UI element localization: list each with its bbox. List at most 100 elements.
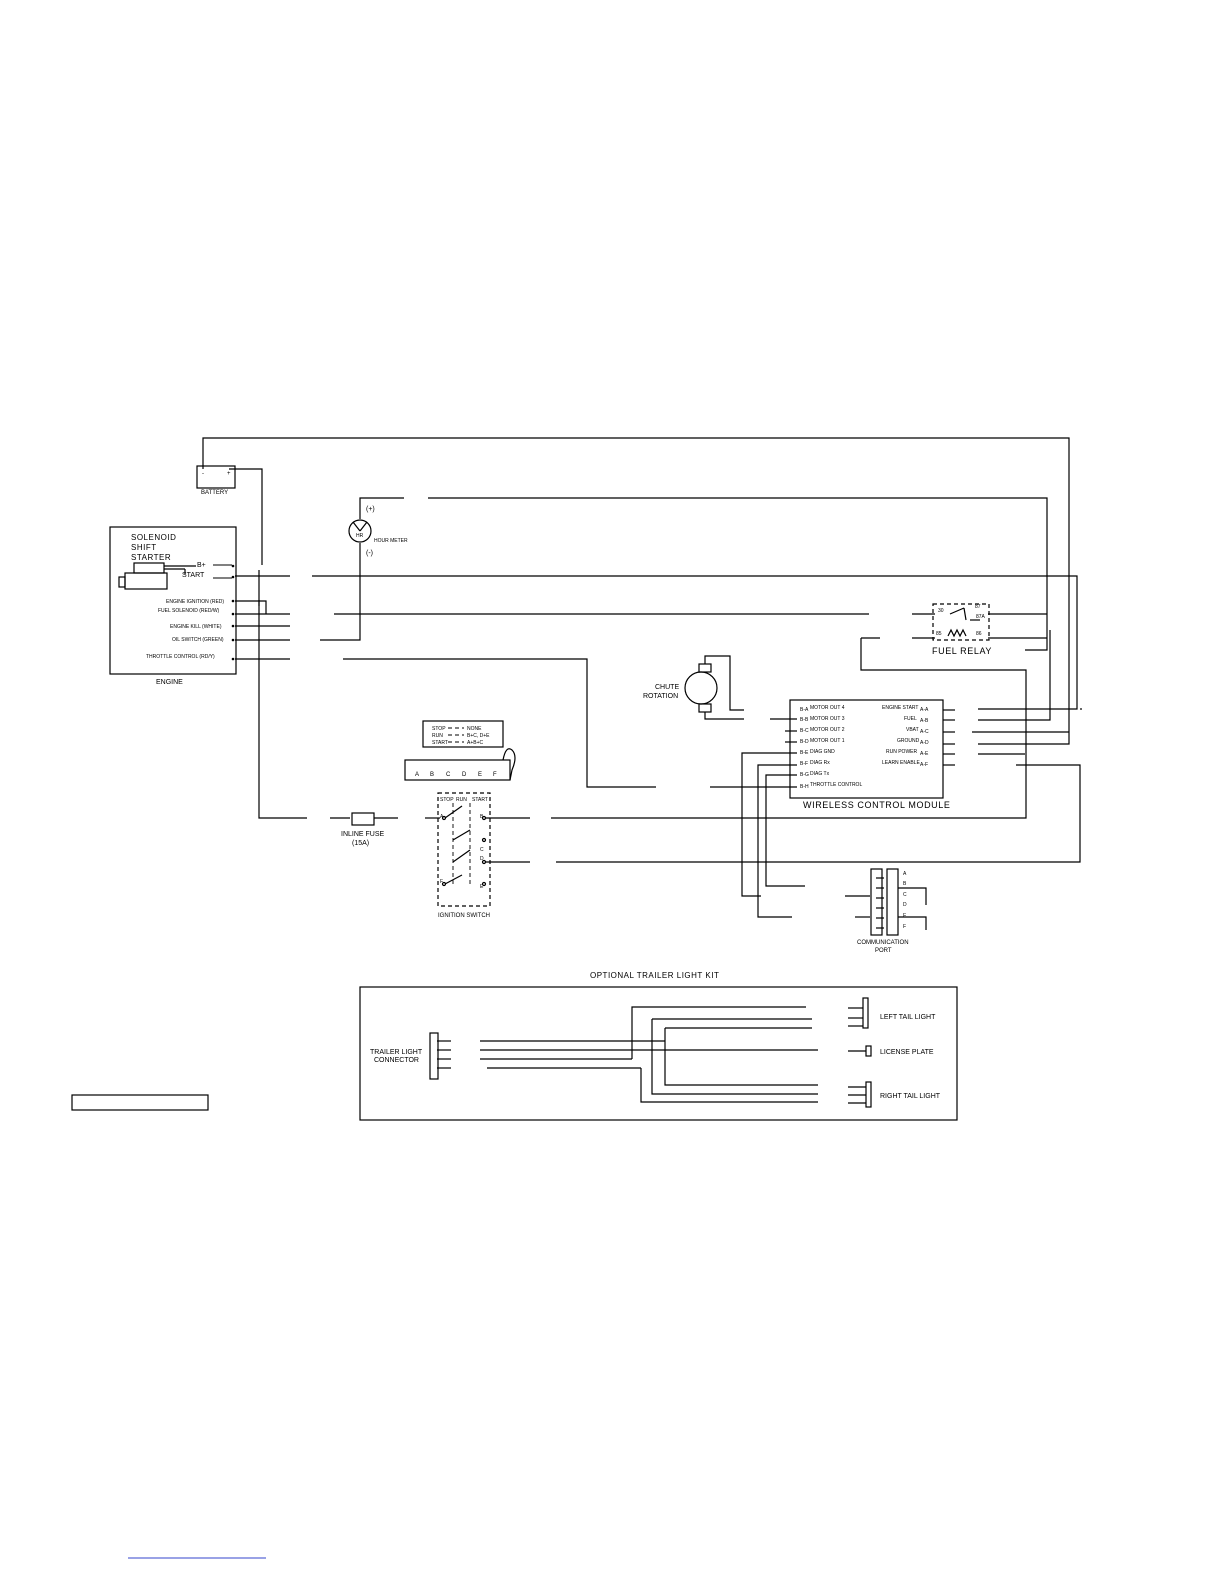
ignition-pin-f: F: [440, 879, 443, 885]
battery-pos-label: +: [227, 471, 231, 477]
fuel-relay: 87 87A 30 85 86 FUEL RELAY: [932, 603, 991, 656]
wcm-left-code-a: B-A: [800, 707, 809, 713]
engine-solenoid-label: SOLENOID: [131, 533, 176, 542]
wcm-right-code-f: A-F: [920, 762, 928, 768]
hour-meter-neg: (-): [366, 550, 373, 557]
ignition-legend: STOP NONE RUN B+C, D+E START A+B+C A B C…: [404, 720, 516, 781]
engine: SOLENOID SHIFT STARTER B+ START ENGINE I…: [109, 526, 237, 686]
ignition-pos-run: RUN: [456, 797, 467, 803]
wcm-right-pins: ENGINE START A-A FUEL A-B VBAT A-C GROUN…: [882, 705, 929, 768]
legend-pin-e: E: [478, 772, 482, 778]
engine-terminal-oil: OIL SWITCH (GREEN): [172, 637, 224, 643]
relay-pin-85: 85: [936, 631, 942, 637]
wcm-pin-motor-out-1: MOTOR OUT 1: [810, 738, 845, 744]
wcm-pin-diag-tx: DIAG Tx: [810, 771, 830, 777]
battery-neg-label: -: [202, 471, 204, 477]
legend-row-stop-key: STOP: [432, 726, 446, 732]
comm-pin-b: B: [903, 881, 907, 887]
comm-pin-a: A: [903, 871, 907, 877]
wcm-right-code-a: A-A: [920, 707, 929, 713]
wireless-control-module: B-A MOTOR OUT 4 B-B MOTOR OUT 3 B-C MOTO…: [789, 699, 950, 810]
license-plate-label: LICENSE PLATE: [880, 1049, 934, 1056]
relay-pin-87: 87: [975, 604, 981, 610]
engine-start-label: START: [182, 572, 205, 579]
legend-row-start-key: START: [432, 740, 448, 746]
engine-starter-label: STARTER: [131, 553, 171, 562]
legend-pin-b: B: [430, 772, 434, 778]
relay-pin-86: 86: [976, 631, 982, 637]
wcm-pin-throttle-control: THROTTLE CONTROL: [810, 782, 862, 788]
wcm-pin-learn-enable: LEARN ENABLE: [882, 760, 920, 766]
wcm-left-code-c: B-C: [800, 728, 809, 734]
main-wiring: [202, 437, 1082, 918]
relay-pin-87a: 87A: [976, 614, 986, 620]
ignition-pos-start: START: [472, 797, 488, 803]
ignition-pin-e: E: [480, 884, 484, 890]
hour-meter-pos: (+): [366, 506, 375, 513]
legend-row-run-val: B+C, D+E: [467, 733, 490, 739]
legend-pin-d: D: [462, 772, 467, 778]
engine-label: ENGINE: [156, 679, 183, 686]
trailer-connector-label-2: CONNECTOR: [374, 1057, 419, 1064]
wcm-right-code-c: A-C: [920, 729, 929, 735]
wcm-pin-motor-out-2: MOTOR OUT 2: [810, 727, 845, 733]
wcm-left-code-d: B-D: [800, 739, 809, 745]
engine-terminal-ignition: ENGINE IGNITION (RED): [166, 599, 224, 605]
empty-label-box: [71, 1094, 209, 1111]
fuse-label-1: INLINE FUSE: [341, 831, 385, 838]
wcm-left-code-b: B-B: [800, 717, 809, 723]
ignition-pin-c: C: [480, 847, 484, 853]
wcm-pin-run-power: RUN POWER: [886, 749, 918, 755]
comm-pin-f: F: [903, 924, 906, 930]
hour-meter-label: HOUR METER: [374, 538, 408, 544]
fuse-label-2: (15A): [352, 840, 369, 847]
comm-pin-c: C: [903, 892, 907, 898]
wcm-pin-fuel: FUEL: [904, 716, 917, 722]
hour-meter-symbol: HR: [356, 533, 364, 539]
comm-port-label-1: COMMUNICATION: [857, 940, 909, 946]
wcm-pin-diag-gnd: DIAG GND: [810, 749, 835, 755]
legend-pin-c: C: [446, 772, 451, 778]
battery: - + BATTERY: [196, 465, 236, 496]
wcm-pin-motor-out-3: MOTOR OUT 3: [810, 716, 845, 722]
legend-pin-a: A: [415, 772, 419, 778]
ignition-switch: STOP RUN START A B C D E F IGNITION SWIT…: [437, 792, 491, 919]
wcm-right-code-e: A-E: [920, 751, 929, 757]
legend-row-stop-val: NONE: [467, 726, 482, 732]
trailer-connector-label-1: TRAILER LIGHT: [370, 1049, 423, 1056]
engine-shift-label: SHIFT: [131, 543, 157, 552]
engine-bplus-label: B+: [197, 562, 206, 569]
ignition-pin-b: B: [480, 814, 484, 820]
wcm-right-code-d: A-D: [920, 740, 929, 746]
wcm-pin-motor-out-4: MOTOR OUT 4: [810, 705, 845, 711]
wcm-left-code-f: B-F: [800, 761, 808, 767]
inline-fuse: INLINE FUSE (15A): [341, 812, 398, 847]
comm-pin-e: E: [903, 913, 907, 919]
ignition-switch-label: IGNITION SWITCH: [438, 913, 490, 919]
engine-terminal-fuel-solenoid: FUEL SOLENOID (RED/W): [158, 608, 220, 614]
wcm-pin-diag-rx: DIAG Rx: [810, 760, 830, 766]
wcm-pin-vbat: VBAT: [906, 727, 919, 733]
communication-port: A B C D E F COMMUNICATION PORT: [857, 868, 927, 954]
comm-pin-d: D: [903, 902, 907, 908]
legend-row-run-key: RUN: [432, 733, 443, 739]
wcm-pin-ground: GROUND: [897, 738, 920, 744]
legend-row-start-val: A+B+C: [467, 740, 484, 746]
wcm-left-code-e: B-E: [800, 750, 809, 756]
hour-meter: HR (+) (-) HOUR METER: [348, 506, 408, 557]
chute-label-1: CHUTE: [655, 684, 679, 691]
ignition-pos-stop: STOP: [440, 797, 454, 803]
wcm-left-code-h: B-H: [800, 784, 809, 790]
wcm-right-code-b: A-B: [920, 718, 929, 724]
trailer-light-kit: OPTIONAL TRAILER LIGHT KIT TRAILER LIGHT…: [359, 971, 958, 1121]
ignition-pin-d: D: [480, 856, 484, 862]
right-tail-light-label: RIGHT TAIL LIGHT: [880, 1093, 941, 1100]
starter-motor-icon: [118, 562, 196, 590]
trailer-kit-title: OPTIONAL TRAILER LIGHT KIT: [590, 971, 719, 980]
engine-terminal-throttle: THROTTLE CONTROL (RD/Y): [146, 654, 215, 660]
ignition-pin-a: A: [440, 814, 444, 820]
left-tail-light-label: LEFT TAIL LIGHT: [880, 1014, 936, 1021]
legend-pin-f: F: [493, 772, 497, 778]
engine-terminal-kill: ENGINE KILL (WHITE): [170, 624, 222, 630]
